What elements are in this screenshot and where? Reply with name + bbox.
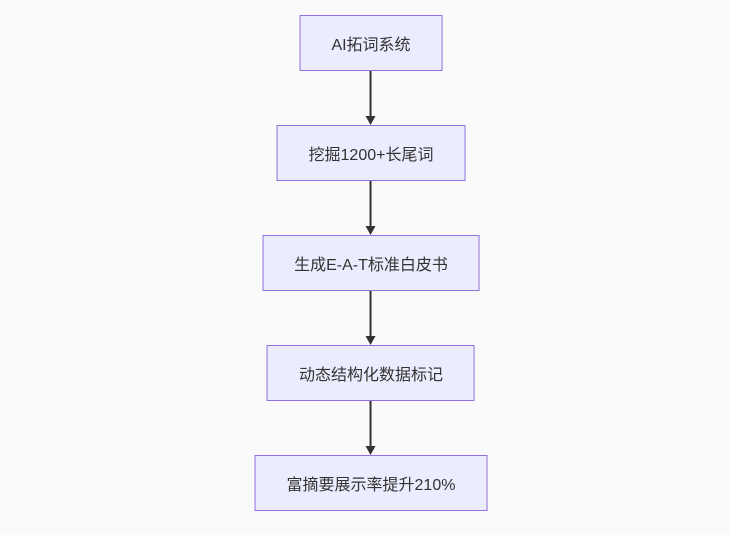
edge-line [370,401,372,447]
arrow-down-icon [366,226,376,235]
flow-node-label: 动态结构化数据标记 [298,367,443,384]
flow-node-eat-whitepaper: 生成E-A-T标准白皮书 [262,235,480,291]
edge-line [370,181,372,227]
flow-edge-4 [365,401,377,455]
flow-node-rich-snippet-result: 富摘要展示率提升210% [254,455,488,511]
flow-edge-2 [365,181,377,235]
flow-edge-3 [365,291,377,345]
edge-line [370,71,372,117]
edge-line [370,291,372,337]
arrow-down-icon [366,116,376,125]
flow-node-structured-data-markup: 动态结构化数据标记 [266,345,475,401]
flow-node-label: 富摘要展示率提升210% [286,477,456,494]
flow-node-label: AI拓词系统 [331,37,411,54]
flowchart: AI拓词系统 挖掘1200+长尾词 生成E-A-T标准白皮书 动态结构化数据标记… [254,15,488,511]
flow-edge-1 [365,71,377,125]
flow-node-label: 挖掘1200+长尾词 [308,147,434,164]
arrow-down-icon [366,446,376,455]
flow-node-longtail-mining: 挖掘1200+长尾词 [276,125,466,181]
flow-node-label: 生成E-A-T标准白皮书 [294,257,448,274]
flow-node-ai-keyword-system: AI拓词系统 [299,15,443,71]
arrow-down-icon [366,336,376,345]
